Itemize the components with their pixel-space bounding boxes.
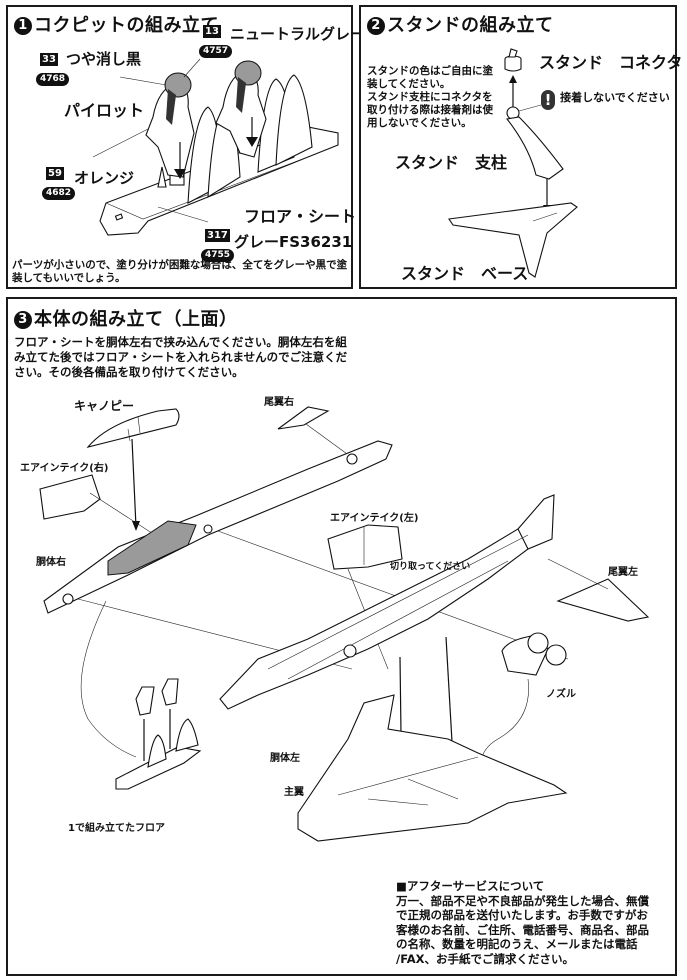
color-name-neutral-gray: ニュートラルグレー (230, 25, 366, 43)
mr-color-code: 13 (203, 25, 221, 38)
nozzle-label: ノズル (546, 689, 576, 700)
floor-seat-label: フロア・シート (244, 207, 357, 226)
step-number-1: 1 (14, 17, 32, 35)
mr-color-code: 317 (205, 229, 230, 242)
assembled-floor-part (115, 678, 202, 790)
fuselage-left-label: 胴体左 (270, 753, 300, 764)
color-name-flat-black: つや消し黒 (66, 50, 142, 68)
paint-callout-orange: 59 4682 (42, 161, 76, 200)
main-wing-part (297, 694, 568, 842)
step-number-2: 2 (367, 17, 385, 35)
fuselage-right-label: 胴体右 (36, 557, 66, 568)
fuselage-left-part (219, 494, 555, 710)
tail-right-part (277, 406, 330, 430)
stand-pole-label: スタンド 支柱 (395, 153, 508, 172)
mr-color-code: 33 (40, 53, 58, 66)
pilot-figure-front (145, 72, 195, 178)
canopy-label: キャノピー (74, 399, 135, 413)
color-name-gray-fs36231: グレーFS36231 (234, 233, 353, 251)
cockpit-illustration (92, 58, 339, 236)
fuselage-right-part (43, 440, 393, 614)
intake-right-label: エアインテイク(右) (20, 463, 109, 474)
stand-connector-label: スタンド コネクタ (539, 53, 683, 72)
canopy-part (86, 408, 180, 448)
after-service-heading: ■アフターサービスについて (396, 879, 545, 893)
intake-right-part (39, 474, 101, 520)
tail-right-label: 尾翼右 (264, 397, 294, 408)
color-name-orange: オレンジ (74, 169, 135, 187)
stand-pole-part (505, 116, 564, 180)
acrysion-code: 4755 (201, 249, 235, 262)
step-number-3: 3 (14, 311, 32, 329)
mr-color-code: 59 (46, 167, 64, 180)
stand-base-part (448, 202, 578, 278)
paint-callout-neutral-gray: 13 4757 (199, 19, 233, 58)
body-assembly-instructions: フロア・シートを胴体左右で挟み込んでください。胴体左右を組 み立てた後ではフロア… (14, 335, 348, 379)
no-glue-warning: ! 接着しないでください (541, 89, 670, 110)
paint-callout-gray-fs36231: 317 4755 (201, 223, 235, 262)
tail-left-label: 尾翼左 (608, 567, 638, 578)
floor-from-step1-label: 1で組み立てたフロア (68, 823, 165, 834)
acrysion-code: 4757 (199, 45, 233, 58)
body-exploded-view (39, 406, 650, 842)
stand-base-label: スタンド ベース (401, 264, 529, 283)
stand-connector-part (504, 48, 522, 72)
acrysion-code: 4682 (42, 187, 76, 200)
cut-off-note: 切り取ってください (390, 562, 471, 572)
exclamation-icon: ! (541, 90, 555, 110)
intake-left-part (327, 524, 403, 570)
nozzle-part (501, 632, 567, 676)
main-wing-label: 主翼 (284, 787, 304, 798)
stand-note: スタンドの色はご自由に塗 装してください。 スタンド支柱にコネクタを 取り付ける… (367, 65, 493, 129)
tail-left-part (556, 578, 650, 622)
intake-left-label: エアインテイク(左) (330, 513, 419, 524)
stand-illustration (448, 48, 578, 278)
acrysion-code: 4768 (36, 73, 70, 86)
after-service-notice: ■アフターサービスについて 万一、部品不足や不良部品が発生した場合、無償 で正規… (396, 879, 649, 966)
cockpit-paint-note: パーツが小さいので、塗り分けが困難な場合は、全てをグレーや黒で塗装してもいいでし… (12, 259, 348, 284)
paint-callout-flat-black: 33 4768 (36, 47, 70, 86)
pilot-figure-rear (215, 60, 267, 158)
pilot-label: パイロット (64, 101, 145, 120)
